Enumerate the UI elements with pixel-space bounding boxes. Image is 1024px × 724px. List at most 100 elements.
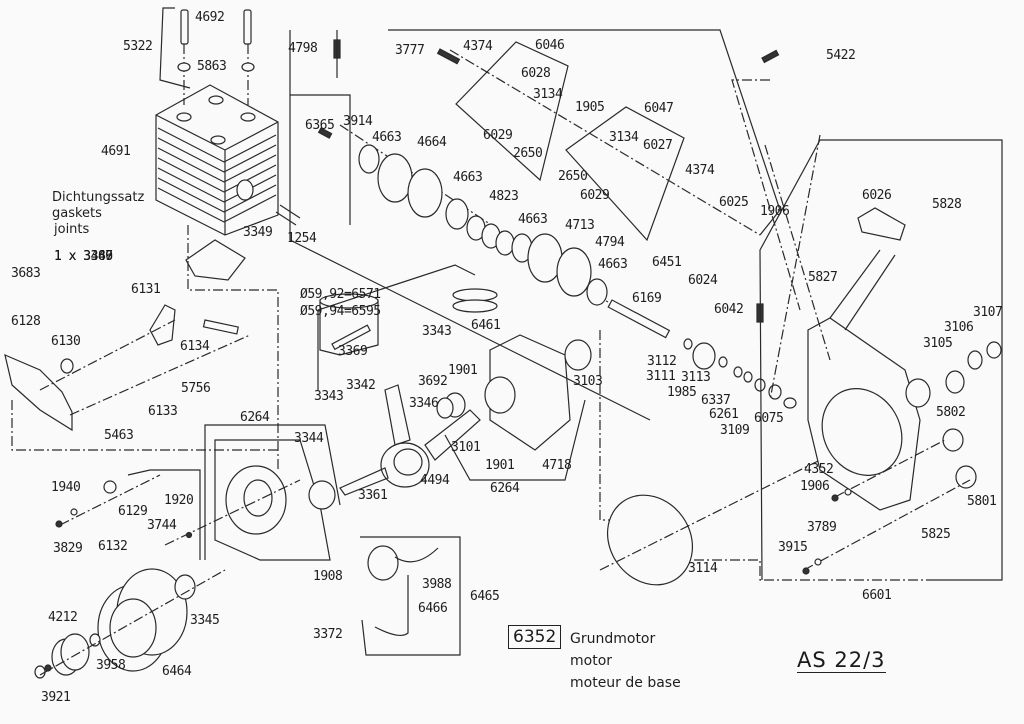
part-label[interactable]: 3958 <box>96 658 126 673</box>
part-label[interactable]: 6029 <box>580 188 610 203</box>
part-label[interactable]: 1940 <box>51 480 81 495</box>
part-label[interactable]: 6131 <box>131 282 161 297</box>
part-label[interactable]: 3101 <box>451 440 481 455</box>
part-label[interactable]: 3134 <box>533 87 563 102</box>
part-label[interactable]: 6026 <box>862 188 892 203</box>
part-label[interactable]: 3134 <box>609 130 639 145</box>
part-label[interactable]: 3103 <box>573 374 603 389</box>
part-label[interactable]: 6129 <box>118 504 148 519</box>
part-label[interactable]: 6264 <box>490 481 520 496</box>
part-label[interactable]: 4663 <box>372 130 402 145</box>
part-label[interactable]: 4663 <box>518 212 548 227</box>
part-label[interactable]: 1920 <box>164 493 194 508</box>
part-label[interactable]: 4664 <box>417 135 447 150</box>
part-label[interactable]: 3777 <box>395 43 425 58</box>
part-label[interactable]: 4798 <box>288 41 318 56</box>
part-label[interactable]: 1906 <box>760 204 790 219</box>
part-label[interactable]: 3343 <box>314 389 344 404</box>
part-label[interactable]: 5828 <box>932 197 962 212</box>
part-label[interactable]: 3915 <box>778 540 808 555</box>
part-label[interactable]: 6261 <box>709 407 739 422</box>
part-label[interactable]: 6046 <box>535 38 565 53</box>
part-label[interactable]: 1906 <box>800 479 830 494</box>
part-label[interactable]: 4692 <box>195 10 225 25</box>
part-label[interactable]: 3744 <box>147 518 177 533</box>
part-label[interactable]: 1901 <box>448 363 478 378</box>
part-label[interactable]: 4374 <box>685 163 715 178</box>
part-label[interactable]: 6075 <box>754 411 784 426</box>
part-label[interactable]: 6042 <box>714 302 744 317</box>
gasket-kit-number[interactable]: 3683 <box>11 266 41 281</box>
part-label[interactable]: 3106 <box>944 320 974 335</box>
part-label[interactable]: 3109 <box>720 423 750 438</box>
part-label[interactable]: 3112 <box>647 354 677 369</box>
assembly-number-box[interactable]: 6352 <box>508 625 562 649</box>
part-label[interactable]: 3342 <box>346 378 376 393</box>
part-label[interactable]: 6264 <box>240 410 270 425</box>
part-label[interactable]: 3829 <box>53 541 83 556</box>
part-label[interactable]: 5463 <box>104 428 134 443</box>
part-label[interactable]: 3914 <box>343 114 373 129</box>
part-label[interactable]: 5827 <box>808 270 838 285</box>
part-label[interactable]: 4691 <box>101 144 131 159</box>
part-label[interactable]: 3692 <box>418 374 448 389</box>
part-label[interactable]: 6134 <box>180 339 210 354</box>
part-label[interactable]: 3349 <box>243 225 273 240</box>
part-label[interactable]: 4663 <box>453 170 483 185</box>
part-label[interactable]: 6465 <box>470 589 500 604</box>
part-label[interactable]: 6601 <box>862 588 892 603</box>
part-label[interactable]: 6024 <box>688 273 718 288</box>
part-label[interactable]: 3107 <box>973 305 1003 320</box>
part-label[interactable]: 3343 <box>422 324 452 339</box>
part-label[interactable]: 6027 <box>643 138 673 153</box>
part-label[interactable]: 4212 <box>48 610 78 625</box>
part-label[interactable]: 6365 <box>305 118 335 133</box>
part-label[interactable]: 3105 <box>923 336 953 351</box>
part-label[interactable]: 1908 <box>313 569 343 584</box>
part-label[interactable]: 4718 <box>542 458 572 473</box>
part-label[interactable]: 3372 <box>313 627 343 642</box>
part-label[interactable]: 3789 <box>807 520 837 535</box>
part-label[interactable]: 3921 <box>41 690 71 705</box>
part-label[interactable]: 1905 <box>575 100 605 115</box>
part-label[interactable]: 6337 <box>701 393 731 408</box>
part-label[interactable]: 2650 <box>558 169 588 184</box>
part-label[interactable]: 3346 <box>409 396 439 411</box>
part-label[interactable]: 3369 <box>338 344 368 359</box>
part-label[interactable]: 5422 <box>826 48 856 63</box>
part-label[interactable]: 3361 <box>358 488 388 503</box>
part-label[interactable]: 4663 <box>598 257 628 272</box>
part-label[interactable]: 6047 <box>644 101 674 116</box>
part-label[interactable]: 3113 <box>681 370 711 385</box>
part-label[interactable]: 5863 <box>197 59 227 74</box>
part-label[interactable]: 6130 <box>51 334 81 349</box>
part-label[interactable]: 6132 <box>98 539 128 554</box>
part-label[interactable]: 6461 <box>471 318 501 333</box>
part-label[interactable]: 5825 <box>921 527 951 542</box>
part-label[interactable]: 3988 <box>422 577 452 592</box>
part-label[interactable]: 4494 <box>420 473 450 488</box>
part-label[interactable]: 6451 <box>652 255 682 270</box>
part-label[interactable]: 6133 <box>148 404 178 419</box>
part-label[interactable]: 2650 <box>513 146 543 161</box>
part-label[interactable]: 6025 <box>719 195 749 210</box>
part-label[interactable]: 6128 <box>11 314 41 329</box>
part-label[interactable]: 5801 <box>967 494 997 509</box>
part-label[interactable]: 4713 <box>565 218 595 233</box>
part-label[interactable]: 4374 <box>463 39 493 54</box>
part-label[interactable]: 1901 <box>485 458 515 473</box>
part-label[interactable]: 3344 <box>294 431 324 446</box>
part-label[interactable]: 5322 <box>123 39 153 54</box>
part-label[interactable]: 6029 <box>483 128 513 143</box>
part-label[interactable]: 1254 <box>287 231 317 246</box>
part-label[interactable]: 5802 <box>936 405 966 420</box>
part-label[interactable]: 6466 <box>418 601 448 616</box>
part-label[interactable]: 4352 <box>804 462 834 477</box>
part-label[interactable]: 6028 <box>521 66 551 81</box>
part-label[interactable]: 3345 <box>190 613 220 628</box>
part-label[interactable]: 3114 <box>688 561 718 576</box>
part-label[interactable]: 3111 <box>646 369 676 384</box>
part-label[interactable]: 1985 <box>667 385 697 400</box>
part-label[interactable]: 4823 <box>489 189 519 204</box>
part-label[interactable]: 5756 <box>181 381 211 396</box>
